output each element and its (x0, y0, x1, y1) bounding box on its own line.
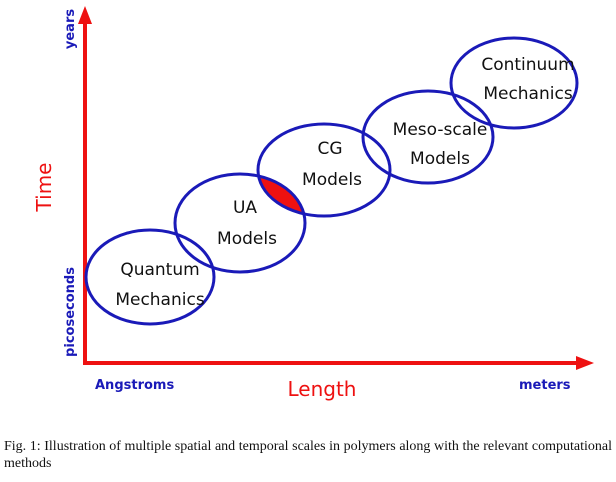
quantum-label-line2: Mechanics (115, 290, 205, 310)
ua-label-line1: UA (233, 198, 257, 218)
quantum-label-line1: Quantum (120, 260, 199, 280)
ellipse-cg-models (256, 122, 392, 218)
ellipse-meso-scale-models (361, 89, 495, 185)
ellipse-quantum-mechanics (84, 228, 216, 326)
figure-caption: Fig. 1: Illustration of multiple spatial… (4, 439, 612, 471)
y-min-label: picoseconds (63, 267, 78, 357)
continuum-label-line2: Mechanics (483, 84, 573, 104)
ellipse-ua-models (173, 172, 307, 274)
y-max-label: years (63, 9, 78, 49)
y-axis-arrowhead (78, 6, 92, 24)
x-max-label: meters (519, 378, 571, 393)
cg-label-line1: CG (317, 139, 342, 159)
y-axis-title: Time (32, 163, 56, 213)
meso-label-line1: Meso-scale (393, 120, 488, 140)
ua-label-line2: Models (217, 229, 277, 249)
ellipse-continuum-mechanics (449, 36, 579, 130)
meso-label-line2: Models (410, 149, 470, 169)
x-axis-title: Length (288, 377, 357, 401)
continuum-label-line1: Continuum (481, 55, 574, 75)
cg-label-line2: Models (302, 170, 362, 190)
x-min-label: Angstroms (95, 378, 174, 393)
x-axis-arrowhead (576, 356, 594, 370)
